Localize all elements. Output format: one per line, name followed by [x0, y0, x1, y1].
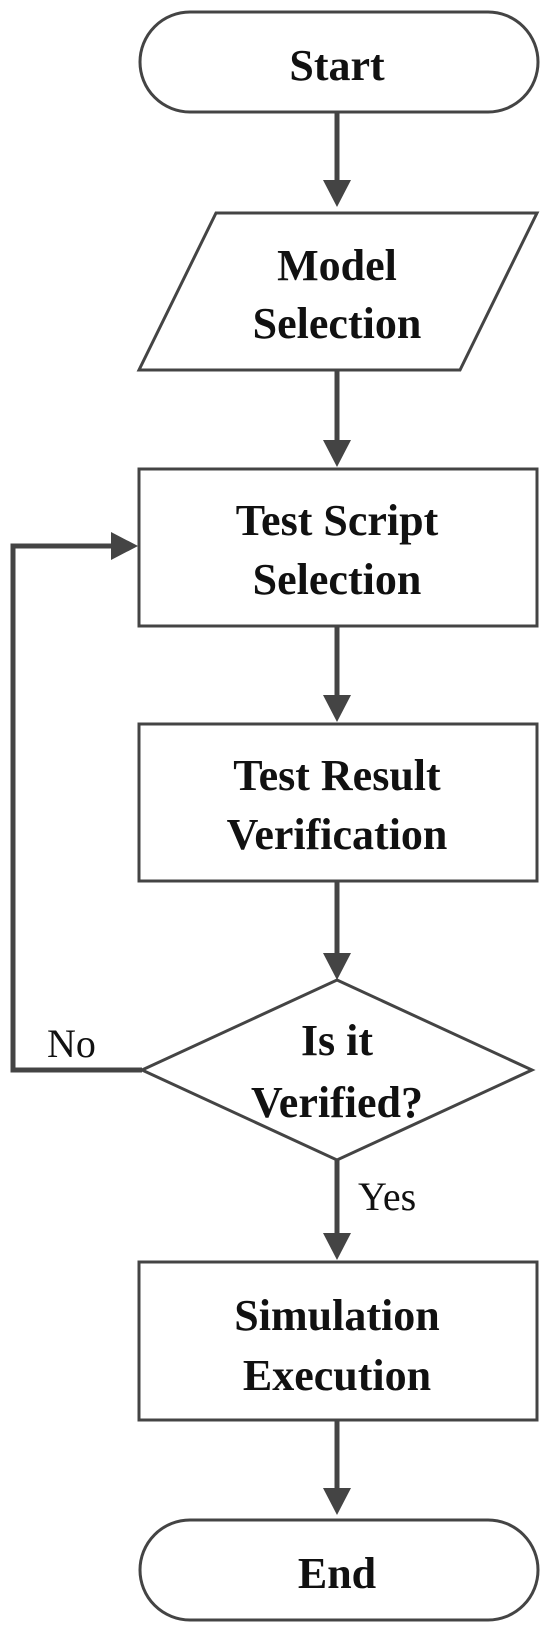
arrowhead-simulation-to-end	[323, 1488, 351, 1515]
branch-yes-label: Yes	[358, 1174, 416, 1219]
end-terminal	[138, 1518, 540, 1622]
model-selection-label-line2: Selection	[253, 299, 422, 348]
test-script-selection-label-line1: Test Script	[236, 496, 439, 545]
arrowhead-no-loop	[111, 532, 138, 560]
end-label: End	[298, 1549, 376, 1598]
arrowhead-script-to-result	[323, 695, 351, 722]
arrowhead-start-to-model	[323, 180, 351, 207]
arrowhead-model-to-script	[323, 440, 351, 467]
test-result-verification-label-line1: Test Result	[233, 751, 441, 800]
start-terminal	[138, 10, 540, 114]
simulation-execution-box	[137, 1260, 539, 1422]
decision-diamond	[138, 978, 536, 1162]
arrowhead-result-to-decision	[323, 953, 351, 980]
test-script-selection-box	[137, 467, 539, 628]
simulation-execution-label-line2: Execution	[243, 1351, 431, 1400]
model-selection-label-line1: Model	[277, 241, 397, 290]
decision-label-line2: Verified?	[251, 1078, 423, 1127]
test-result-verification-box	[137, 722, 539, 883]
test-script-selection-label-line2: Selection	[253, 555, 422, 604]
branch-no-label: No	[47, 1021, 96, 1066]
decision-label-line1: Is it	[301, 1016, 373, 1065]
model-selection-parallelogram	[136, 211, 540, 372]
test-result-verification-label-line2: Verification	[227, 810, 448, 859]
arrowhead-decision-to-simulation	[323, 1233, 351, 1260]
start-label: Start	[289, 41, 385, 90]
connector-no-loop	[10, 543, 142, 1073]
simulation-execution-label-line1: Simulation	[234, 1291, 439, 1340]
